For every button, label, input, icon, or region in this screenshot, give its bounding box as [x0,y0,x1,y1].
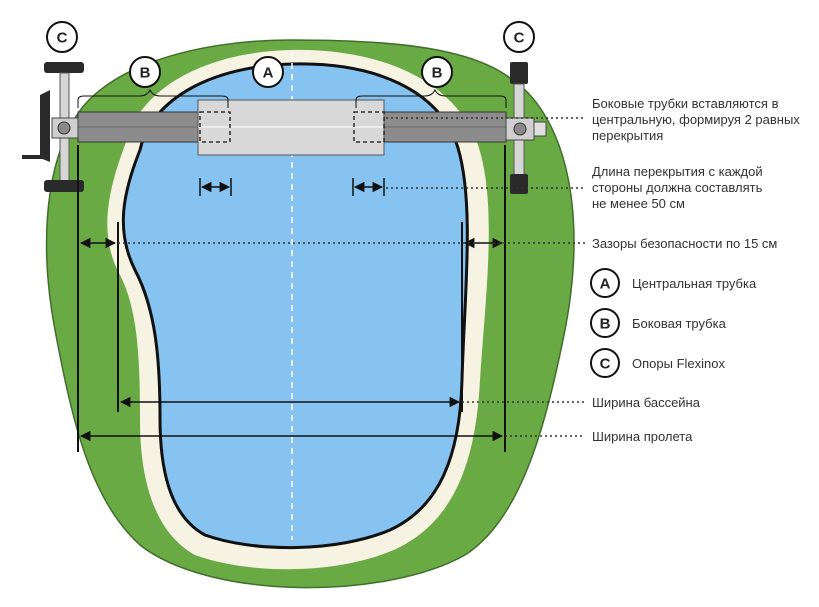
legend-item-c: C Опоры Flexinox [590,348,725,378]
overlap-zone-left [199,111,231,143]
legend-item-a: A Центральная трубка [590,268,757,298]
badge-c-right: C [503,21,535,53]
svg-text:C: C [600,356,611,373]
legend: A Центральная трубка B Боковая трубка C … [590,268,757,378]
brace-right [355,88,507,108]
badge-c-left: C [46,21,78,53]
svg-text:C: C [514,30,525,47]
svg-text:C: C [57,30,68,47]
brace-left [77,88,229,108]
svg-text:B: B [432,65,443,82]
badge-b-left: B [129,56,161,88]
annotation-span-width: Ширина пролета [592,429,693,444]
badge-a: A [252,56,284,88]
annotation-safety-gap: Зазоры безопасности по 15 см [592,236,777,251]
svg-text:A: A [263,65,274,82]
leader-lines [118,117,585,437]
legend-item-b: B Боковая трубка [590,308,727,338]
svg-text:Боковая трубка: Боковая трубка [632,316,727,331]
svg-text:A: A [600,276,611,293]
annotation-overlap-length: Длина перекрытия с каждой стороны должна… [592,164,766,211]
badge-b-right: B [421,56,453,88]
svg-text:Опоры Flexinox: Опоры Flexinox [632,356,725,371]
support-left [22,62,84,192]
svg-text:Центральная трубка: Центральная трубка [632,276,757,291]
annotation-overlap-insert: Боковые трубки вставляются в центральную… [592,96,803,143]
overlap-zone-right [353,111,385,143]
svg-text:B: B [140,65,151,82]
annotation-pool-width: Ширина бассейна [592,395,701,410]
svg-text:B: B [600,316,611,333]
support-right [505,62,547,194]
